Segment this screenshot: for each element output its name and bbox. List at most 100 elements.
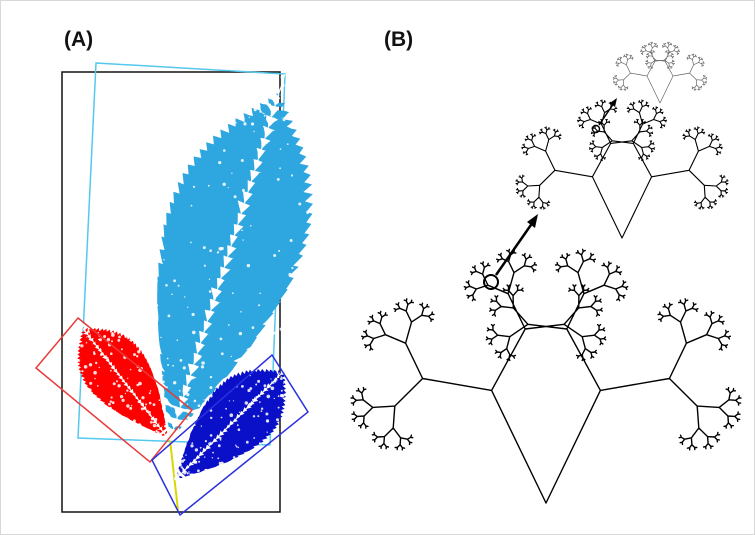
fern-texture-dot bbox=[173, 279, 177, 283]
fern-texture-dot bbox=[280, 389, 283, 392]
fern-texture-dot bbox=[183, 458, 186, 462]
fern-texture-dot bbox=[98, 366, 100, 369]
fern-texture-dot bbox=[126, 404, 130, 408]
fern-texture-dot bbox=[277, 395, 280, 398]
fern-texture-dot bbox=[156, 373, 159, 376]
fern-texture-dot bbox=[273, 254, 277, 257]
fern-texture-dot bbox=[227, 324, 230, 326]
fern-texture-dot bbox=[103, 335, 107, 338]
fern-texture-dot bbox=[157, 434, 160, 436]
fern-texture-dot bbox=[137, 423, 142, 427]
fern-texture-dot bbox=[80, 344, 84, 348]
fern-texture-dot bbox=[250, 225, 252, 227]
fern-texture-dot bbox=[163, 259, 165, 261]
fern-texture-dot bbox=[165, 284, 168, 287]
fern-texture-dot bbox=[205, 469, 210, 474]
fern-texture-dot bbox=[197, 469, 200, 473]
fern-texture-dot bbox=[200, 425, 203, 427]
fern-texture-dot bbox=[109, 400, 113, 403]
zoom-arrow-icon bbox=[494, 214, 538, 276]
fern-texture-dot bbox=[277, 406, 280, 409]
fern-texture-dot bbox=[209, 394, 213, 398]
fern-texture-dot bbox=[203, 470, 206, 473]
fern-texture-dot bbox=[252, 415, 256, 418]
fern-texture-dot bbox=[240, 311, 242, 313]
fern-texture-dot bbox=[179, 359, 183, 362]
fern-texture-dot bbox=[212, 451, 215, 454]
fern-texture-dot bbox=[85, 342, 88, 344]
fern-texture-dot bbox=[231, 292, 234, 295]
fern-texture-dot bbox=[133, 353, 136, 357]
fern-texture-dot bbox=[129, 406, 133, 410]
fern-texture-dot bbox=[280, 75, 284, 79]
fern-texture-dot bbox=[259, 452, 261, 455]
fern-texture-dot bbox=[233, 195, 237, 199]
fern-texture-dot bbox=[305, 158, 308, 161]
fern-texture-dot bbox=[278, 249, 281, 252]
fern-texture-dot bbox=[279, 167, 281, 170]
fern-texture-dot bbox=[130, 421, 132, 424]
fern-texture-dot bbox=[154, 230, 158, 234]
fern-texture-dot bbox=[268, 96, 272, 100]
fractal-tree-medium bbox=[515, 99, 729, 239]
fern-texture-dot bbox=[216, 251, 220, 254]
fern-texture-dot bbox=[200, 365, 205, 369]
fern-texture-dot bbox=[187, 306, 189, 308]
fern-texture-dot bbox=[249, 375, 251, 377]
fern-texture-dot bbox=[185, 454, 187, 456]
fern-texture-dot bbox=[140, 407, 144, 411]
fern-texture-dot bbox=[204, 456, 206, 458]
fern-texture-dot bbox=[217, 457, 220, 460]
fern-texture-dot bbox=[103, 410, 106, 413]
fern-texture-dot bbox=[121, 398, 125, 402]
fern-texture-dot bbox=[276, 418, 279, 422]
fern-texture-dot bbox=[126, 389, 129, 392]
fern-texture-dot bbox=[117, 384, 121, 388]
fern-texture-dot bbox=[152, 423, 157, 428]
fern-texture-dot bbox=[96, 385, 99, 387]
fern-texture-dot bbox=[123, 418, 126, 422]
fern-texture-dot bbox=[166, 357, 169, 360]
fern-texture-dot bbox=[253, 437, 256, 439]
fern-texture-dot bbox=[94, 377, 96, 380]
fern-texture-dot bbox=[178, 389, 181, 392]
fern-texture-dot bbox=[115, 413, 118, 415]
fern-texture-dot bbox=[110, 396, 113, 399]
fern-texture-dot bbox=[166, 429, 171, 433]
fern-texture-dot bbox=[267, 437, 270, 440]
fern-stem bbox=[169, 439, 179, 511]
fern-texture-dot bbox=[290, 174, 294, 177]
fern-texture-dot bbox=[129, 339, 132, 342]
fern-texture-dot bbox=[89, 325, 92, 327]
fern-texture-dot bbox=[259, 443, 262, 445]
fern-texture-dot bbox=[232, 456, 236, 459]
fern-texture-dot bbox=[162, 403, 165, 407]
fern-midrib bbox=[77, 321, 169, 439]
fern-texture-dot bbox=[97, 338, 100, 341]
fern-texture-dot bbox=[286, 143, 289, 146]
tree-branches bbox=[350, 248, 742, 504]
fern-texture-dot bbox=[162, 380, 165, 384]
fern-texture-dot bbox=[164, 415, 168, 419]
fern-texture-dot bbox=[184, 421, 188, 424]
fern-texture-dot bbox=[197, 404, 201, 408]
fern-texture-dot bbox=[137, 350, 141, 354]
fern-texture-dot bbox=[265, 419, 270, 423]
fern-texture-dot bbox=[120, 395, 124, 399]
fern-texture-dot bbox=[87, 330, 90, 333]
fern-texture-dot bbox=[183, 471, 187, 475]
fern-texture-dot bbox=[251, 326, 255, 329]
fern-texture-dot bbox=[235, 444, 237, 446]
fern-texture-dot bbox=[194, 448, 199, 452]
fern-texture-dot bbox=[283, 382, 285, 384]
fern-texture-dot bbox=[149, 390, 152, 392]
fern-texture-dot bbox=[201, 361, 205, 365]
fern-texture-dot bbox=[186, 393, 190, 397]
fern-texture-dot bbox=[285, 368, 290, 372]
fern-texture-dot bbox=[222, 182, 226, 186]
fern-texture-dot bbox=[203, 474, 206, 476]
fern-texture-dot bbox=[209, 386, 213, 390]
fern-texture-dot bbox=[280, 377, 283, 381]
fern-texture-dot bbox=[82, 323, 85, 327]
